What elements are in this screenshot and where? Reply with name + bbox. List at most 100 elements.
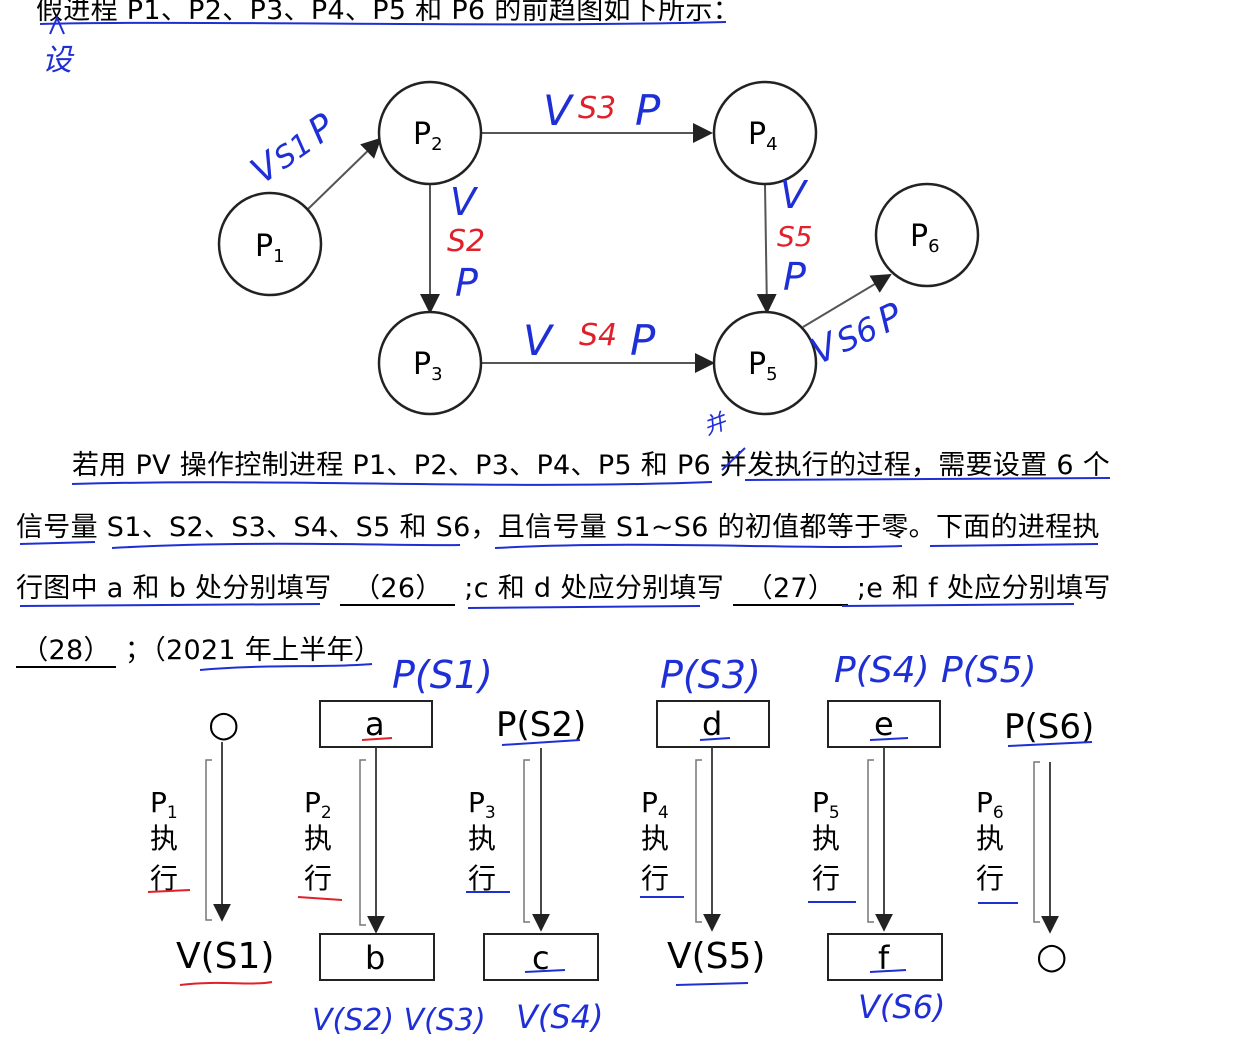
exec-col-p2: a P2 执 行 b [297, 700, 435, 981]
exec-col-p3: P(S2) P3 执 行 c [466, 705, 599, 981]
caret-mark [49, 15, 65, 35]
para-underline-4 [494, 543, 1099, 549]
exec-col-p6-exec2: 行 [976, 862, 1004, 895]
svg-text:V: V [543, 86, 575, 135]
exec-col-p4-bottom: V(S5) [667, 936, 765, 977]
question-line-3-text-c: ;e 和 f 处应分别填写 [856, 573, 1111, 604]
exec-col-p4-proc: P4 [641, 786, 669, 823]
svg-text:P4: P4 [748, 117, 778, 155]
question-line-4-source: ；（2021 年上半年） [124, 635, 382, 666]
answer-p-s1: P(S1) [392, 653, 493, 697]
svg-text:P: P [630, 316, 656, 365]
exec-col-p5: e P5 执 行 f [808, 700, 943, 981]
svg-text:S2: S2 [447, 224, 485, 259]
answer-v-s2-s3: V(S2) V(S3) [312, 1003, 486, 1038]
exec-col-p4-top: d [702, 705, 722, 743]
blank-26: （26） [340, 574, 456, 606]
exec-col-p5-top: e [874, 705, 894, 743]
exec-col-p3-exec2: 行 [468, 862, 496, 895]
svg-text:P3: P3 [413, 347, 443, 385]
intro-underline [39, 21, 727, 26]
edge-p5-p6 [802, 273, 892, 328]
node-p2-sub: 2 [431, 134, 442, 155]
node-p2: P2 [377, 80, 483, 186]
exec-col-p3-exec1: 执 [468, 822, 496, 855]
exec-col-p5-proc: P5 [812, 786, 840, 823]
exec-col-p3-proc: P3 [468, 786, 496, 823]
svg-text:P2: P2 [413, 117, 443, 155]
svg-text:P: P [635, 86, 661, 135]
exec-col-p1-exec2: 行 [150, 862, 178, 895]
exec-col-p6-bottom: ○ [1036, 936, 1067, 977]
exec-col-p5-bottom: f [878, 939, 890, 977]
exec-col-p4-exec2: 行 [641, 862, 669, 895]
svg-text:P6: P6 [910, 219, 940, 257]
question-line-3: 行图中 a 和 b 处分别填写 （26） ;c 和 d 处应分别填写 （27） … [16, 566, 1111, 606]
exec-col-p3-bottom: c [532, 939, 550, 977]
exec-col-p6-top: P(S6) [1004, 707, 1094, 747]
node-p1-label: P [255, 229, 273, 264]
svg-text:V: V [523, 316, 555, 365]
node-p4-sub: 4 [766, 134, 777, 155]
note-edge-p3-p5: V S4 P [523, 316, 656, 365]
node-p6-sub: 6 [928, 236, 939, 257]
para-underline-5 [19, 603, 1075, 609]
svg-text:S5: S5 [777, 220, 813, 253]
node-p1: P1 [217, 191, 323, 297]
svg-text:S3: S3 [578, 91, 616, 126]
exec-col-p2-proc: P2 [304, 786, 332, 823]
exec-col-p1-exec1: 执 [150, 822, 178, 855]
note-edge-p4-p5: V S5 P [777, 173, 813, 299]
note-edge-p2-p4: V S3 P [543, 86, 661, 135]
node-p4-label: P [748, 117, 766, 152]
answer-p-s4-s5: P(S4) P(S5) [834, 650, 1037, 691]
handwritten-bing: 并 [700, 409, 731, 441]
question-line-2: 信号量 S1、S2、S3、S4、S5 和 S6，且信号量 S1~S6 的初值都等… [16, 512, 1100, 543]
edge-p1-p2 [306, 137, 382, 211]
note-edge-p1-p2: V S1 P [244, 106, 343, 192]
exec-col-p6-exec1: 执 [976, 822, 1004, 855]
blank-28: （28） [16, 636, 116, 668]
exec-col-p6: P(S6) P6 执 行 ○ [976, 707, 1094, 977]
exec-col-p5-exec1: 执 [812, 822, 840, 855]
exec-col-p1: ○ P1 执 行 V(S1) [147, 704, 274, 986]
exec-col-p2-top: a [365, 705, 385, 743]
answer-v-s6: V(S6) [858, 988, 946, 1026]
answer-p-s3: P(S3) [660, 653, 761, 697]
answer-v-s4: V(S4) [516, 998, 604, 1036]
node-p4: P4 [712, 80, 818, 186]
svg-text:P1: P1 [255, 229, 285, 267]
question-line-3-text-a: 行图中 a 和 b 处分别填写 [16, 573, 332, 604]
exec-col-p6-proc: P6 [976, 786, 1004, 823]
blank-27: （27） [732, 574, 848, 606]
exec-col-p2-exec2: 行 [304, 862, 332, 895]
exec-col-p2-exec1: 执 [304, 822, 332, 855]
node-p1-sub: 1 [273, 246, 284, 267]
node-p3-label: P [413, 347, 431, 382]
note-edge-p2-p3: V S2 P [447, 180, 485, 305]
exec-col-p5-exec2: 行 [812, 862, 840, 895]
node-p3: P3 [377, 310, 483, 416]
svg-text:P5: P5 [748, 347, 778, 385]
node-p6: P6 [874, 182, 980, 288]
para-underline-2 [744, 477, 1111, 481]
exec-col-p1-bottom: V(S1) [176, 936, 274, 977]
strike-mark [721, 447, 746, 471]
svg-text:P: P [783, 255, 806, 299]
node-p3-sub: 3 [431, 364, 442, 385]
svg-text:S4: S4 [579, 318, 617, 353]
exec-col-p1-proc: P1 [150, 786, 178, 823]
handwritten-she: 设 [42, 43, 75, 78]
svg-text:V: V [780, 173, 809, 217]
node-p5-sub: 5 [766, 364, 777, 385]
question-line-4: （28） ；（2021 年上半年） [16, 628, 381, 668]
node-p5-label: P [748, 347, 766, 382]
node-p6-label: P [910, 219, 928, 254]
note-edge-p5-p6: V S6 P [804, 295, 908, 373]
para-underline-3 [19, 541, 461, 549]
exec-col-p4: d P4 执 行 V(S5) [640, 700, 770, 986]
exec-col-p1-top: ○ [208, 704, 239, 745]
svg-text:V: V [450, 180, 479, 224]
question-line-3-text-b: ;c 和 d 处应分别填写 [464, 573, 725, 604]
